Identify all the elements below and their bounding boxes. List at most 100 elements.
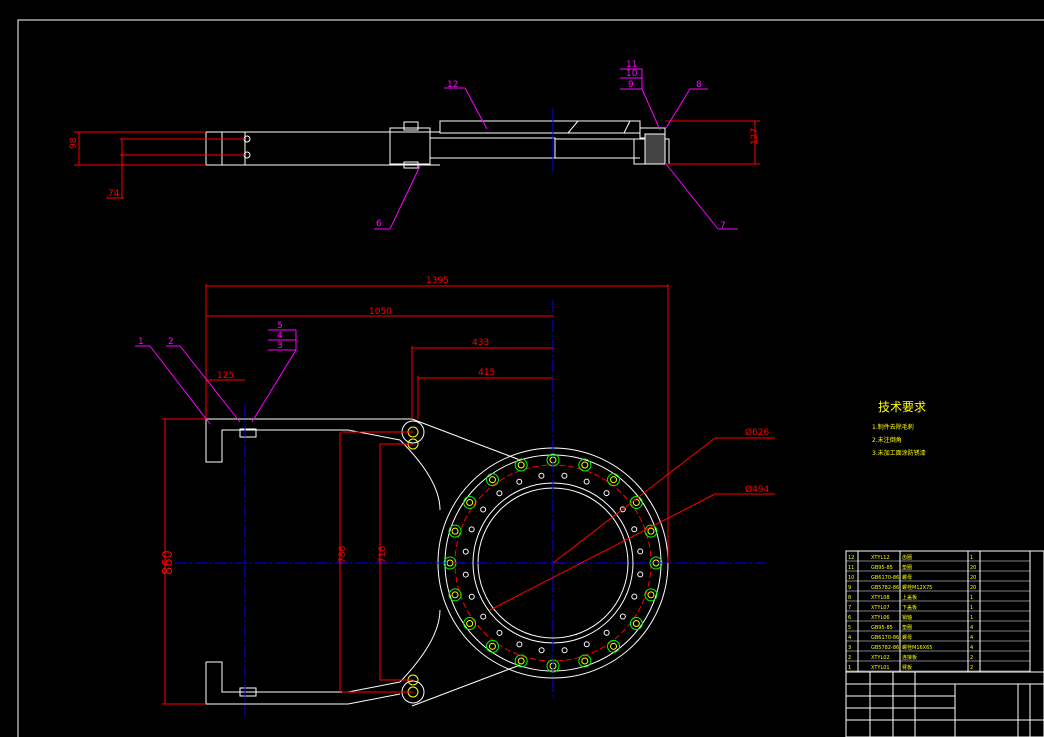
bom-cell: 4: [848, 635, 851, 641]
outer-bolt: [629, 617, 643, 631]
balloon-10: 10: [626, 69, 638, 79]
bom-cell: 11: [848, 565, 854, 571]
bom-cell: XTYL07: [871, 605, 890, 611]
dim-626: Ø626: [745, 427, 770, 438]
bom-cell: GB6170-86: [871, 575, 899, 581]
top-dim-lines: [74, 120, 760, 199]
inner-hole: [561, 472, 568, 479]
bom-cell: 臂板: [902, 664, 912, 671]
balloon-12: 12: [447, 80, 458, 90]
outer-bolt-hole: [517, 461, 525, 469]
bom-cell: 2: [970, 665, 973, 671]
bom-cell: XTYL12: [871, 555, 890, 561]
bom-cell: 1: [970, 615, 973, 621]
outer-bolt-hole: [466, 498, 474, 506]
bom-cell: 垫圈: [902, 624, 912, 631]
inner-hole: [462, 548, 469, 555]
outer-bolt-hole: [581, 657, 589, 665]
inner-hole: [603, 629, 610, 636]
dim-415: 415: [478, 368, 495, 378]
pivot-pins: [239, 420, 425, 704]
balloon-7: 7: [720, 221, 726, 231]
bom-cell: 7: [848, 605, 851, 611]
bom-cell: 上盖板: [902, 594, 917, 601]
outer-bolt: [629, 495, 643, 509]
inner-hole: [462, 571, 469, 578]
outer-bolt-hole: [466, 620, 474, 628]
inner-hole: [603, 490, 610, 497]
bom-cell: 销轴: [902, 614, 912, 621]
inner-hole: [583, 478, 590, 485]
bom-cell: XTYL02: [871, 655, 890, 661]
outer-bolt-hole: [647, 527, 655, 535]
inner-hole: [496, 490, 503, 497]
outer-bolt-hole: [517, 657, 525, 665]
bom-cell: GB5782-86: [871, 585, 899, 591]
bom-cell: 螺栓M12X75: [902, 584, 932, 591]
balloon-11: 11: [626, 60, 637, 70]
inner-hole: [637, 548, 644, 555]
balloon-8: 8: [696, 80, 702, 90]
dim-860: 860: [161, 550, 176, 575]
bom-cell: GB95-85: [871, 625, 893, 631]
bom-cell: GB5782-86: [871, 645, 899, 651]
tech-note: 3.未加工面涂防锈漆: [872, 450, 926, 457]
outer-bolt: [578, 458, 592, 472]
inner-hole: [516, 478, 523, 485]
bom-cell: 螺栓M16X65: [902, 644, 932, 651]
balloon-2: 2: [168, 337, 174, 347]
inner-hole: [496, 629, 503, 636]
outer-bolt: [448, 588, 462, 602]
bom-cell: 垫圈: [902, 564, 912, 571]
bom-cell: 4: [970, 645, 973, 651]
balloon-1: 1: [138, 337, 144, 347]
bom-cell: 1: [848, 665, 851, 671]
bom-cell: 螺母: [902, 574, 912, 581]
bom-cell: 连接板: [902, 654, 917, 661]
inner-hole: [619, 613, 626, 620]
bom-cell: 1: [970, 605, 973, 611]
bom-cell: 20: [970, 575, 976, 581]
bom-cell: 5: [848, 625, 851, 631]
dim-127: 127: [750, 128, 760, 145]
inner-hole: [637, 571, 644, 578]
outer-bolt: [644, 588, 658, 602]
dim-786: 786: [338, 546, 348, 563]
bom-cell: 4: [970, 635, 973, 641]
bom-cell: 3: [848, 645, 851, 651]
inner-hole-ring: [462, 472, 644, 654]
outer-bolt-hole: [647, 591, 655, 599]
bom-cell: 2: [848, 655, 851, 661]
outer-bolt-hole: [581, 461, 589, 469]
outer-bolt-hole: [632, 498, 640, 506]
bom-cell: 4: [970, 625, 973, 631]
outer-bolt: [463, 495, 477, 509]
inner-hole: [619, 506, 626, 513]
outer-bolt: [607, 639, 621, 653]
balloon-6: 6: [376, 219, 382, 229]
outer-bolt: [463, 617, 477, 631]
front-dim-lines: [162, 284, 775, 705]
front-center-lines: [175, 300, 765, 715]
bom-cell: 8: [848, 595, 851, 601]
bom-cell: 10: [848, 575, 854, 581]
outer-bolt: [485, 473, 499, 487]
balloon-9: 9: [628, 80, 634, 90]
top-view: [205, 120, 670, 166]
dim-1395: 1395: [426, 276, 449, 286]
balloon-4: 4: [277, 331, 283, 341]
inner-hole: [561, 647, 568, 654]
bom-cell: 螺母: [902, 634, 912, 641]
bom-cell: 1: [970, 555, 973, 561]
outer-bolt: [514, 458, 528, 472]
dim-494: Ø494: [745, 484, 770, 495]
outer-bolt-hole: [610, 642, 618, 650]
bom-cell: 6: [848, 615, 851, 621]
bom-cell: 20: [970, 585, 976, 591]
outer-bolt: [607, 473, 621, 487]
bom-cell: 1: [970, 595, 973, 601]
top-view-bolts: [243, 121, 666, 169]
balloon-5: 5: [277, 321, 283, 331]
